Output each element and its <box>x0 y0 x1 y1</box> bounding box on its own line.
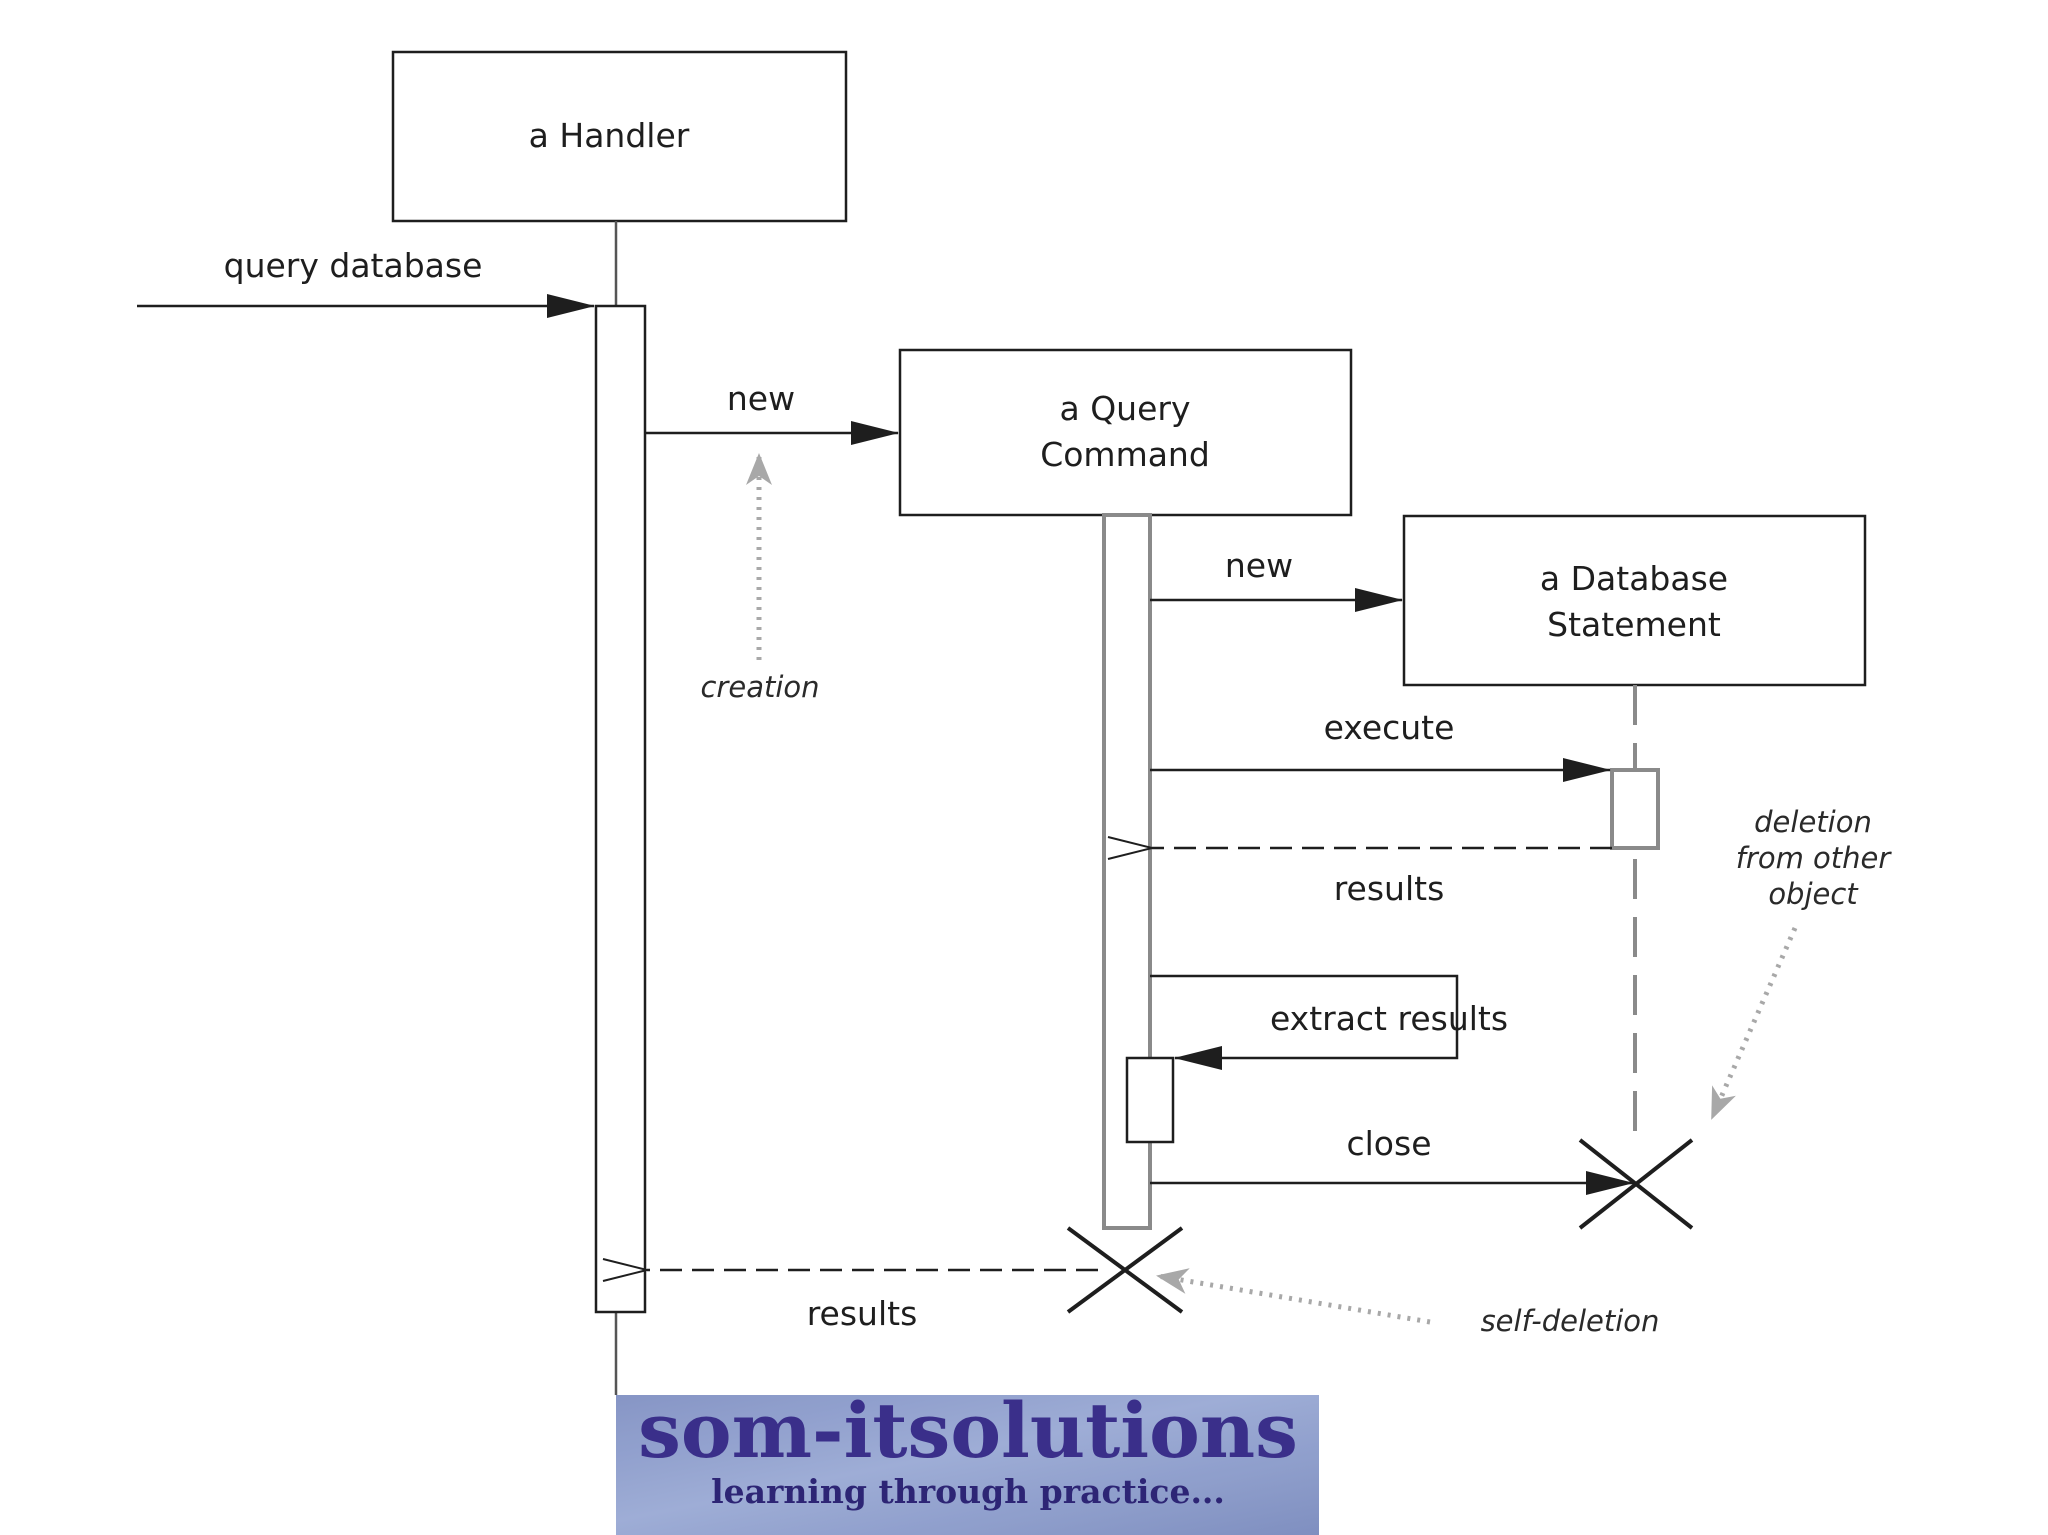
self-deletion-label: self-deletion <box>1481 1304 1660 1338</box>
query-command-self-activation <box>1125 1056 1175 1144</box>
handler-activation <box>594 304 647 1314</box>
new-database-statement-label: new <box>1225 546 1293 585</box>
creation-label: creation <box>700 670 819 704</box>
results-from-statement-label: results <box>1334 869 1445 908</box>
banner-subtitle: learning through practice... <box>711 1472 1225 1511</box>
deletion-note-line1: deletion <box>1754 805 1872 839</box>
results-to-handler-label: results <box>807 1294 918 1333</box>
message-extract-results: extract results <box>1150 974 1508 1070</box>
close-label: close <box>1347 1124 1432 1163</box>
banner-title: som-itsolutions <box>638 1386 1298 1475</box>
deletion-note-line2: from other <box>1736 841 1893 875</box>
new-query-command-label: new <box>727 379 795 418</box>
query-database-label: query database <box>224 246 483 285</box>
creation-note: creation <box>700 453 820 704</box>
deletion-note-line3: object <box>1768 877 1859 911</box>
message-new-database-statement: new <box>1150 546 1403 612</box>
query-command-label-line1: a Query <box>1059 389 1190 428</box>
participant-database-statement: a Database Statement <box>1402 514 1867 687</box>
som-itsolutions-banner: som-itsolutions learning through practic… <box>616 1386 1319 1535</box>
database-statement-destruction-x <box>1578 1138 1694 1230</box>
message-new-query-command: new <box>645 379 899 445</box>
message-query-database: query database <box>137 246 595 318</box>
participant-handler: a Handler <box>391 50 848 223</box>
database-statement-label-line2: Statement <box>1547 605 1721 644</box>
message-execute: execute <box>1150 708 1611 782</box>
message-results-from-statement: results <box>1107 836 1612 908</box>
handler-label: a Handler <box>529 116 690 155</box>
deletion-from-other-note: deletion from other object <box>1709 805 1893 1120</box>
message-close: close <box>1150 1124 1634 1195</box>
participant-query-command: a Query Command <box>898 348 1353 517</box>
self-deletion-note: self-deletion <box>1156 1268 1660 1338</box>
database-statement-label-line1: a Database <box>1540 559 1728 598</box>
execute-label: execute <box>1324 708 1455 747</box>
message-results-to-handler: results <box>602 1258 1098 1333</box>
extract-results-label: extract results <box>1270 999 1508 1038</box>
query-command-label-line2: Command <box>1040 435 1210 474</box>
query-command-destruction-x <box>1066 1226 1184 1314</box>
database-statement-activation <box>1610 768 1660 850</box>
